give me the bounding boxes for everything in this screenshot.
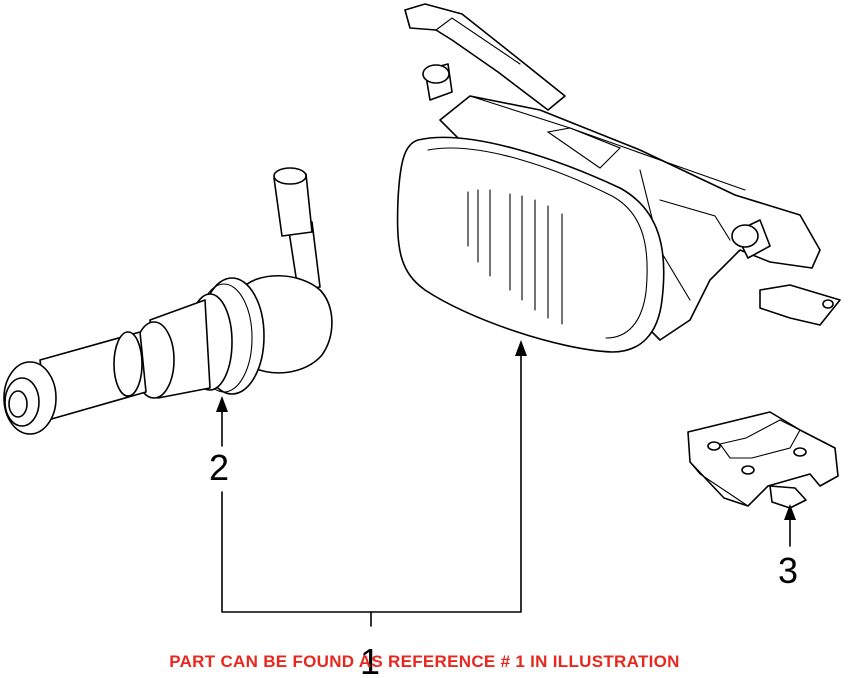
callout-1: 1 <box>360 641 380 678</box>
reference-note: PART CAN BE FOUND AS REFERENCE # 1 IN IL… <box>169 652 680 671</box>
bracket-icon <box>687 411 839 509</box>
callout-leaders <box>216 340 796 627</box>
bulb-socket-icon <box>3 167 333 435</box>
fog-lamp-icon <box>396 3 841 353</box>
callout-2: 2 <box>209 447 229 488</box>
callout-3: 3 <box>778 550 798 591</box>
